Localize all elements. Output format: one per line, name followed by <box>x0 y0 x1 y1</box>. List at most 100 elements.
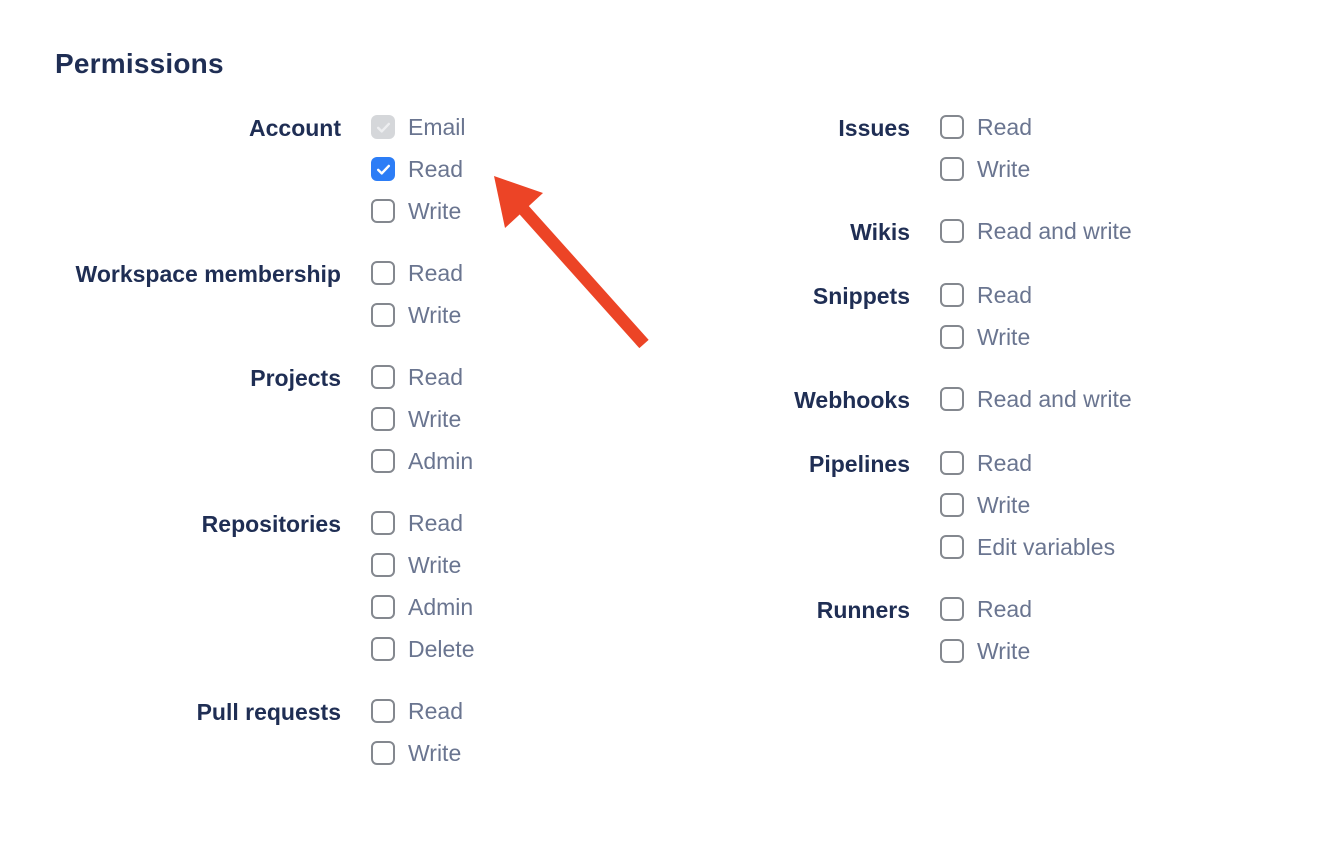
snippets-write-option[interactable]: Write <box>940 322 1032 352</box>
option-label: Read <box>408 364 463 390</box>
runners-write-checkbox[interactable] <box>940 639 964 663</box>
account-write-option[interactable]: Write <box>371 196 466 226</box>
pipelines-read-option[interactable]: Read <box>940 448 1115 478</box>
wikis-read-and-write-checkbox[interactable] <box>940 219 964 243</box>
account-read-option[interactable]: Read <box>371 154 466 184</box>
option-label: Write <box>977 156 1031 182</box>
option-label: Read <box>977 114 1032 140</box>
account-email-checkbox <box>371 115 395 139</box>
issues-read-option[interactable]: Read <box>940 112 1032 142</box>
repositories-delete-option[interactable]: Delete <box>371 634 474 664</box>
option-label: Write <box>977 638 1031 664</box>
option-label: Read <box>408 260 463 286</box>
group-label-runners: Runners <box>816 597 910 623</box>
pull-requests-write-option[interactable]: Write <box>371 738 463 768</box>
option-label: Read <box>977 596 1032 622</box>
workspace-membership-write-option[interactable]: Write <box>371 300 463 330</box>
account-read-checkbox[interactable] <box>371 157 395 181</box>
option-label: Delete <box>408 636 475 662</box>
issues-read-checkbox[interactable] <box>940 115 964 139</box>
projects-admin-option[interactable]: Admin <box>371 446 473 476</box>
repositories-admin-checkbox[interactable] <box>371 595 395 619</box>
workspace-membership-read-checkbox[interactable] <box>371 261 395 285</box>
repositories-read-checkbox[interactable] <box>371 511 395 535</box>
group-label-wikis: Wikis <box>850 219 910 245</box>
pull-requests-read-checkbox[interactable] <box>371 699 395 723</box>
issues-write-checkbox[interactable] <box>940 157 964 181</box>
pull-requests-write-checkbox[interactable] <box>371 741 395 765</box>
webhooks-read-and-write-checkbox[interactable] <box>940 387 964 411</box>
pipelines-edit-variables-option[interactable]: Edit variables <box>940 532 1115 562</box>
workspace-membership-write-checkbox[interactable] <box>371 303 395 327</box>
page-title: Permissions <box>55 48 224 79</box>
pipelines-edit-variables-checkbox[interactable] <box>940 535 964 559</box>
pull-requests-read-option[interactable]: Read <box>371 696 463 726</box>
option-label: Write <box>408 552 462 578</box>
runners-read-checkbox[interactable] <box>940 597 964 621</box>
wikis-read-and-write-option[interactable]: Read and write <box>940 216 1132 246</box>
group-label-issues: Issues <box>838 115 910 141</box>
snippets-write-checkbox[interactable] <box>940 325 964 349</box>
group-label-pull-requests: Pull requests <box>196 699 341 725</box>
option-label: Read <box>977 282 1032 308</box>
repositories-admin-option[interactable]: Admin <box>371 592 474 622</box>
snippets-read-checkbox[interactable] <box>940 283 964 307</box>
option-label: Read <box>977 450 1032 476</box>
account-write-checkbox[interactable] <box>371 199 395 223</box>
option-label: Write <box>977 492 1031 518</box>
option-label: Write <box>408 406 462 432</box>
projects-write-checkbox[interactable] <box>371 407 395 431</box>
workspace-membership-read-option[interactable]: Read <box>371 258 463 288</box>
option-label: Read and write <box>977 218 1132 244</box>
pipelines-write-checkbox[interactable] <box>940 493 964 517</box>
runners-read-option[interactable]: Read <box>940 594 1032 624</box>
projects-read-option[interactable]: Read <box>371 362 473 392</box>
runners-write-option[interactable]: Write <box>940 636 1032 666</box>
option-label: Admin <box>408 448 474 474</box>
option-label: Write <box>408 740 462 766</box>
pipelines-write-option[interactable]: Write <box>940 490 1115 520</box>
issues-write-option[interactable]: Write <box>940 154 1032 184</box>
group-label-repositories: Repositories <box>201 511 341 537</box>
repositories-delete-checkbox[interactable] <box>371 637 395 661</box>
projects-read-checkbox[interactable] <box>371 365 395 389</box>
repositories-write-checkbox[interactable] <box>371 553 395 577</box>
group-label-snippets: Snippets <box>812 283 910 309</box>
projects-write-option[interactable]: Write <box>371 404 473 434</box>
group-label-workspace-membership: Workspace membership <box>75 261 341 287</box>
option-label: Read <box>408 510 463 536</box>
group-label-pipelines: Pipelines <box>809 451 910 477</box>
option-label: Write <box>408 302 462 328</box>
repositories-read-option[interactable]: Read <box>371 508 474 538</box>
option-label: Email <box>408 114 466 140</box>
option-label: Read <box>408 156 463 182</box>
group-label-account: Account <box>249 115 341 141</box>
snippets-read-option[interactable]: Read <box>940 280 1032 310</box>
projects-admin-checkbox[interactable] <box>371 449 395 473</box>
pipelines-read-checkbox[interactable] <box>940 451 964 475</box>
option-label: Edit variables <box>977 534 1116 560</box>
group-options: Read and write <box>940 216 1132 248</box>
webhooks-read-and-write-option[interactable]: Read and write <box>940 384 1132 414</box>
group-options: Read and write <box>940 384 1132 416</box>
repositories-write-option[interactable]: Write <box>371 550 474 580</box>
